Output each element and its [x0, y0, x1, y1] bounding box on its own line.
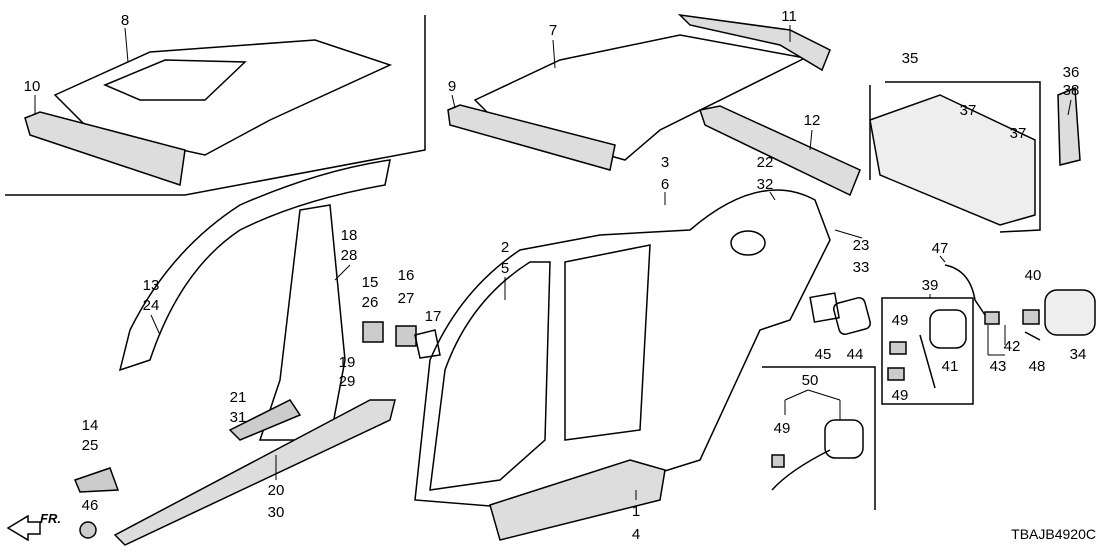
- rear-panel-frame: [885, 81, 1041, 233]
- part-49-clip-a: [889, 341, 907, 355]
- part-17: [414, 329, 441, 359]
- callout-27: 27: [397, 290, 415, 307]
- callout-49-c: 49: [773, 420, 791, 437]
- part-2-outer-panel: [414, 189, 831, 511]
- callout-29: 29: [338, 373, 356, 390]
- callout-48: 48: [1028, 358, 1046, 375]
- fuel-lid-group-frame: [881, 297, 974, 405]
- fuel-lid-50-frame: [762, 366, 876, 510]
- callout-35: 35: [901, 50, 919, 67]
- callout-19: 19: [338, 354, 356, 371]
- diagram-code: TBAJB4920C: [1011, 526, 1096, 542]
- part-46-bolt: [79, 521, 97, 539]
- sunroof-opening: [103, 59, 247, 101]
- callout-22: 22: [756, 154, 774, 171]
- callout-20: 20: [267, 482, 285, 499]
- callout-30: 30: [267, 504, 285, 521]
- part-34-fuel-lid: [1044, 289, 1096, 336]
- callout-11: 11: [781, 8, 797, 25]
- door-opening-rear: [564, 244, 651, 441]
- callout-5: 5: [500, 260, 510, 277]
- callout-10: 10: [23, 78, 41, 95]
- callout-3: 3: [660, 154, 670, 171]
- callout-16: 16: [397, 267, 415, 284]
- leader-lines: [34, 25, 1072, 500]
- part-49-clip-c: [771, 454, 785, 468]
- callout-37-a: 37: [959, 102, 977, 119]
- part-18-b-pillar: [258, 204, 346, 441]
- callout-33: 33: [852, 259, 870, 276]
- part-50-lid: [824, 419, 864, 459]
- callout-4: 4: [631, 526, 641, 543]
- callout-9: 9: [447, 78, 457, 95]
- part-21-reinforcement: [228, 399, 302, 441]
- callout-13: 13: [142, 277, 160, 294]
- part-45: [809, 292, 840, 323]
- callout-50: 50: [801, 372, 819, 389]
- part-50-cable: [771, 449, 831, 491]
- part-49-clip-b: [887, 367, 905, 381]
- part-40: [1022, 309, 1040, 325]
- fuel-door-recess: [730, 230, 766, 256]
- roof-group-frame: [5, 15, 426, 196]
- callout-24: 24: [142, 297, 160, 314]
- callout-43: 43: [989, 358, 1007, 375]
- callout-26: 26: [361, 294, 379, 311]
- callout-39: 39: [921, 277, 939, 294]
- part-35-rear-panel: [869, 94, 1036, 226]
- part-42: [984, 311, 1000, 325]
- part-14-bracket: [74, 467, 120, 493]
- callout-46: 46: [81, 497, 99, 514]
- callout-14: 14: [81, 417, 99, 434]
- callout-41: 41: [941, 358, 959, 375]
- callout-47: 47: [931, 240, 949, 257]
- part-36-bracket: [1057, 86, 1081, 166]
- part-12-rear-rail: [699, 105, 861, 197]
- callout-32: 32: [756, 176, 774, 193]
- part-44: [833, 297, 871, 335]
- front-arrow-icon: [6, 514, 41, 542]
- part-1-sill: [489, 459, 666, 541]
- part-10-front-rail: [24, 111, 186, 186]
- part-48-bolt: [1024, 331, 1041, 341]
- callout-2: 2: [500, 239, 510, 256]
- callout-7: 7: [548, 22, 558, 39]
- callout-25: 25: [81, 437, 99, 454]
- callout-31: 31: [229, 409, 247, 426]
- front-indicator: FR.: [40, 511, 61, 526]
- part-47-cable: [944, 264, 986, 316]
- callout-45: 45: [814, 346, 832, 363]
- callout-15: 15: [361, 274, 379, 291]
- part-15: [362, 321, 384, 343]
- callout-28: 28: [340, 247, 358, 264]
- callout-38: 38: [1062, 82, 1080, 99]
- callout-21: 21: [229, 389, 247, 406]
- callout-18: 18: [340, 227, 358, 244]
- part-20-sill-inner: [113, 399, 396, 546]
- part-9-front-rail: [447, 104, 616, 171]
- part-16: [395, 325, 417, 347]
- callout-6: 6: [660, 176, 670, 193]
- callout-34: 34: [1069, 346, 1087, 363]
- callout-17: 17: [424, 308, 442, 325]
- door-opening-front: [429, 261, 551, 491]
- callout-23: 23: [852, 237, 870, 254]
- callout-44: 44: [846, 346, 864, 363]
- callout-40: 40: [1024, 267, 1042, 284]
- callout-12: 12: [803, 112, 821, 129]
- callout-8: 8: [120, 12, 130, 29]
- part-11-side-rail: [677, 13, 831, 72]
- callout-49-a: 49: [891, 312, 909, 329]
- callout-42: 42: [1003, 338, 1021, 355]
- callout-37-b: 37: [1009, 125, 1027, 142]
- part-39-lid: [929, 309, 967, 349]
- part-13-a-pillar: [118, 159, 391, 372]
- part-41-rod: [919, 334, 936, 389]
- callout-49-b: 49: [891, 387, 909, 404]
- callout-36: 36: [1062, 64, 1080, 81]
- callout-1: 1: [631, 503, 641, 520]
